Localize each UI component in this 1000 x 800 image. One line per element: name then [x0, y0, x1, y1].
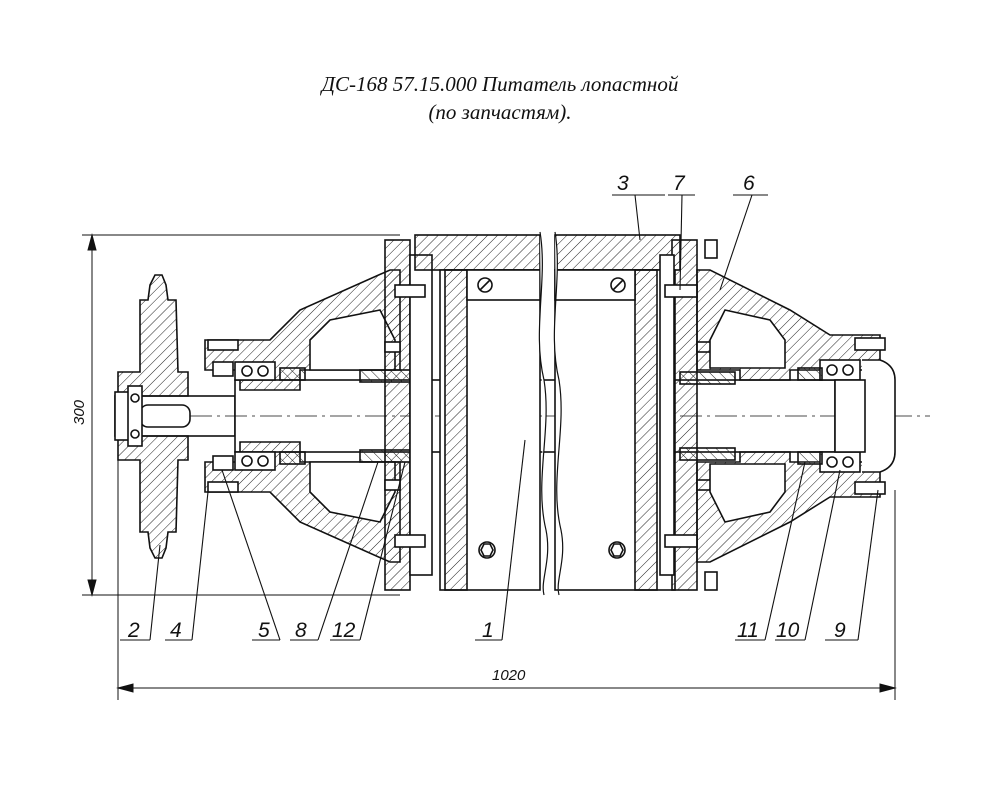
right-bearing-housing	[679, 269, 896, 563]
drawing-title: ДС-168 57.15.000 Питатель лопастной	[321, 72, 679, 96]
callout-8: 8	[295, 619, 307, 642]
drawing-subtitle: (по запчастям).	[428, 100, 572, 124]
callout-12: 12	[332, 619, 356, 642]
callout-7: 7	[673, 172, 686, 195]
callout-2: 2	[127, 619, 140, 642]
callout-5: 5	[258, 619, 270, 642]
rotor-body	[414, 231, 681, 596]
height-dimension-label: 300	[71, 399, 88, 425]
callout-1: 1	[482, 619, 494, 642]
sprocket	[114, 274, 189, 559]
left-flange	[384, 239, 433, 591]
length-dimension-label: 1020	[492, 667, 526, 684]
callout-6: 6	[743, 172, 755, 195]
callout-4: 4	[170, 619, 182, 642]
length-dimension	[116, 440, 897, 700]
leader-lines	[120, 194, 879, 641]
callout-9: 9	[834, 619, 846, 642]
callout-10: 10	[776, 619, 800, 642]
height-dimension	[82, 233, 400, 597]
callout-3: 3	[617, 172, 629, 195]
callout-11: 11	[737, 619, 759, 642]
